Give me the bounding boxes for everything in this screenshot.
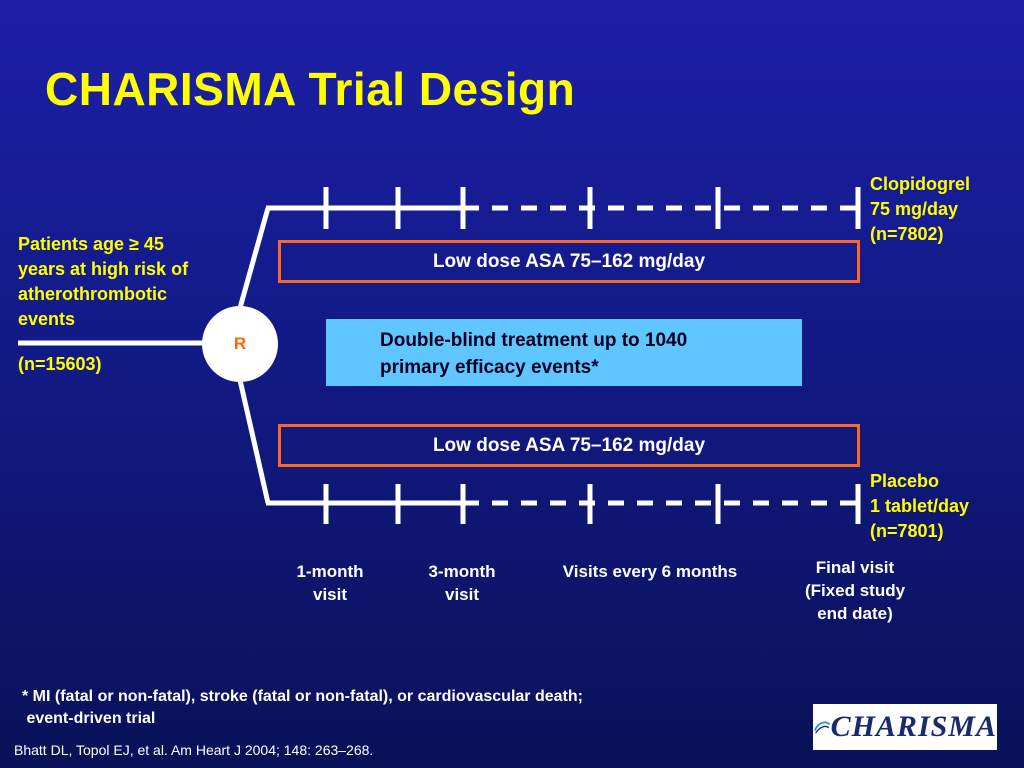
arm-line: Clopidogrel: [870, 174, 970, 194]
patients-line: events: [18, 309, 76, 329]
citation: Bhatt DL, Topol EJ, et al. Am Heart J 20…: [14, 742, 374, 758]
charisma-logo: CHARISMA: [813, 704, 997, 750]
footnote-line: event-driven trial: [22, 710, 156, 727]
footnote: * MI (fatal or non-fatal), stroke (fatal…: [22, 686, 583, 730]
patients-line: atherothrombotic: [18, 284, 168, 304]
arm-line: (n=7802): [870, 224, 944, 244]
arm-line: (n=7801): [870, 521, 944, 541]
visit-line: 1-month: [296, 562, 364, 581]
randomization-node: R: [202, 306, 278, 382]
patients-description: Patients age ≥ 45 years at high risk of …: [18, 232, 248, 332]
visit-label-1-month: 1-month visit: [280, 560, 380, 606]
visit-label-6-months: Visits every 6 months: [540, 560, 760, 583]
visit-label-3-month: 3-month visit: [412, 560, 512, 606]
visit-line: end date): [817, 604, 893, 623]
double-blind-line: primary efficacy events*: [380, 357, 599, 378]
visit-line: Final visit: [815, 558, 895, 577]
visit-line: 3-month: [428, 562, 496, 581]
visit-line: Visits every 6 months: [562, 562, 738, 581]
logo-wordmark: CHARISMA: [830, 710, 997, 743]
timeline-bottom: [266, 484, 861, 524]
double-blind-line: Double-blind treatment up to 1040: [380, 330, 688, 351]
arm-line: 75 mg/day: [870, 199, 959, 219]
visit-line: visit: [444, 585, 480, 604]
slide-title: CHARISMA Trial Design: [45, 63, 576, 115]
timeline-top: [266, 187, 861, 229]
branch-bottom: [237, 379, 271, 504]
arm-label-placebo: Placebo 1 tablet/day (n=7801): [870, 469, 969, 544]
visit-line: visit: [312, 585, 348, 604]
asa-box-bottom: Low dose ASA 75–162 mg/day: [278, 424, 860, 467]
randomization-label: R: [233, 334, 247, 353]
arm-label-clopidogrel: Clopidogrel 75 mg/day (n=7802): [870, 172, 970, 247]
patients-line: Patients age ≥ 45: [18, 234, 164, 254]
swoosh-icon: [813, 721, 831, 734]
patients-line: years at high risk of: [18, 259, 189, 279]
asa-box-top: Low dose ASA 75–162 mg/day: [278, 240, 860, 283]
arm-line: 1 tablet/day: [870, 496, 970, 516]
visit-label-final: Final visit (Fixed study end date): [782, 556, 928, 625]
footnote-line: * MI (fatal or non-fatal), stroke (fatal…: [22, 688, 583, 705]
arm-line: Placebo: [870, 471, 940, 491]
branch-top: [237, 207, 271, 309]
patients-count: (n=15603): [18, 354, 102, 374]
visit-line: (Fixed study: [804, 581, 906, 600]
double-blind-box: Double-blind treatment up to 1040 primar…: [326, 319, 802, 386]
